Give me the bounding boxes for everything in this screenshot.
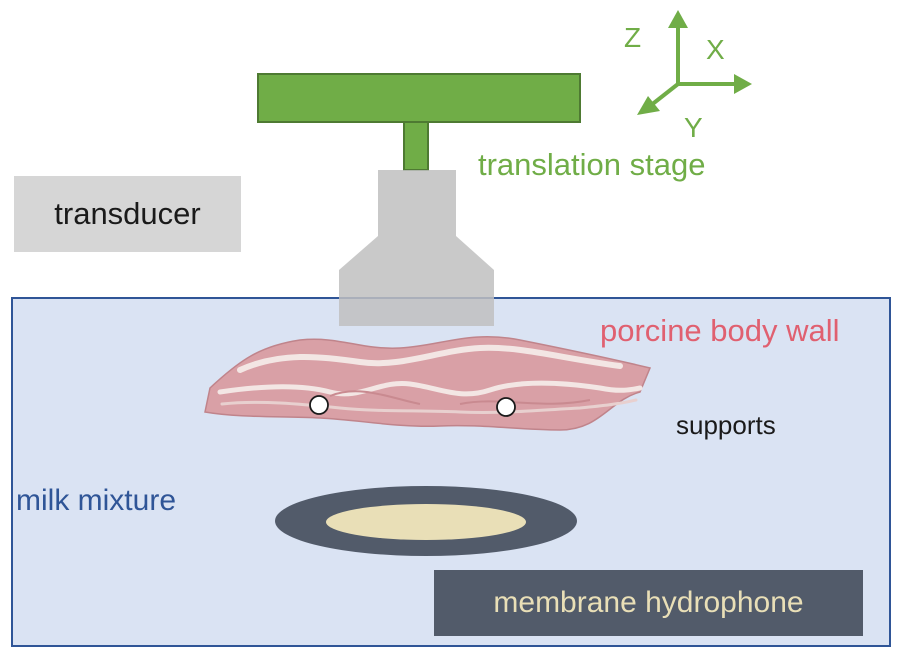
support-right: [496, 397, 516, 417]
coordinate-axes: [637, 10, 752, 115]
membrane-hydrophone-label: membrane hydrophone: [493, 586, 804, 619]
y-axis-arrow: [648, 82, 680, 108]
translation-stage-label: translation stage: [478, 147, 706, 182]
transducer-label: transducer: [54, 196, 201, 231]
transducer-head: [339, 236, 494, 326]
stage-rod: [403, 121, 429, 171]
z-axis-label: Z: [624, 22, 642, 53]
y-axis-label: Y: [684, 112, 703, 143]
transducer: [339, 170, 494, 326]
transducer-label-box: transducer: [14, 176, 241, 252]
support-left: [309, 395, 329, 415]
membrane-hydrophone-label-box: membrane hydrophone: [434, 570, 863, 636]
supports-label: supports: [676, 410, 776, 440]
x-axis-label: X: [706, 34, 725, 65]
milk-mixture-label: milk mixture: [16, 484, 177, 517]
translation-stage: [257, 73, 581, 171]
stage-plate: [257, 73, 581, 123]
transducer-body: [378, 170, 456, 236]
porcine-body-wall-label: porcine body wall: [600, 313, 840, 348]
hydrophone-membrane: [275, 486, 577, 556]
